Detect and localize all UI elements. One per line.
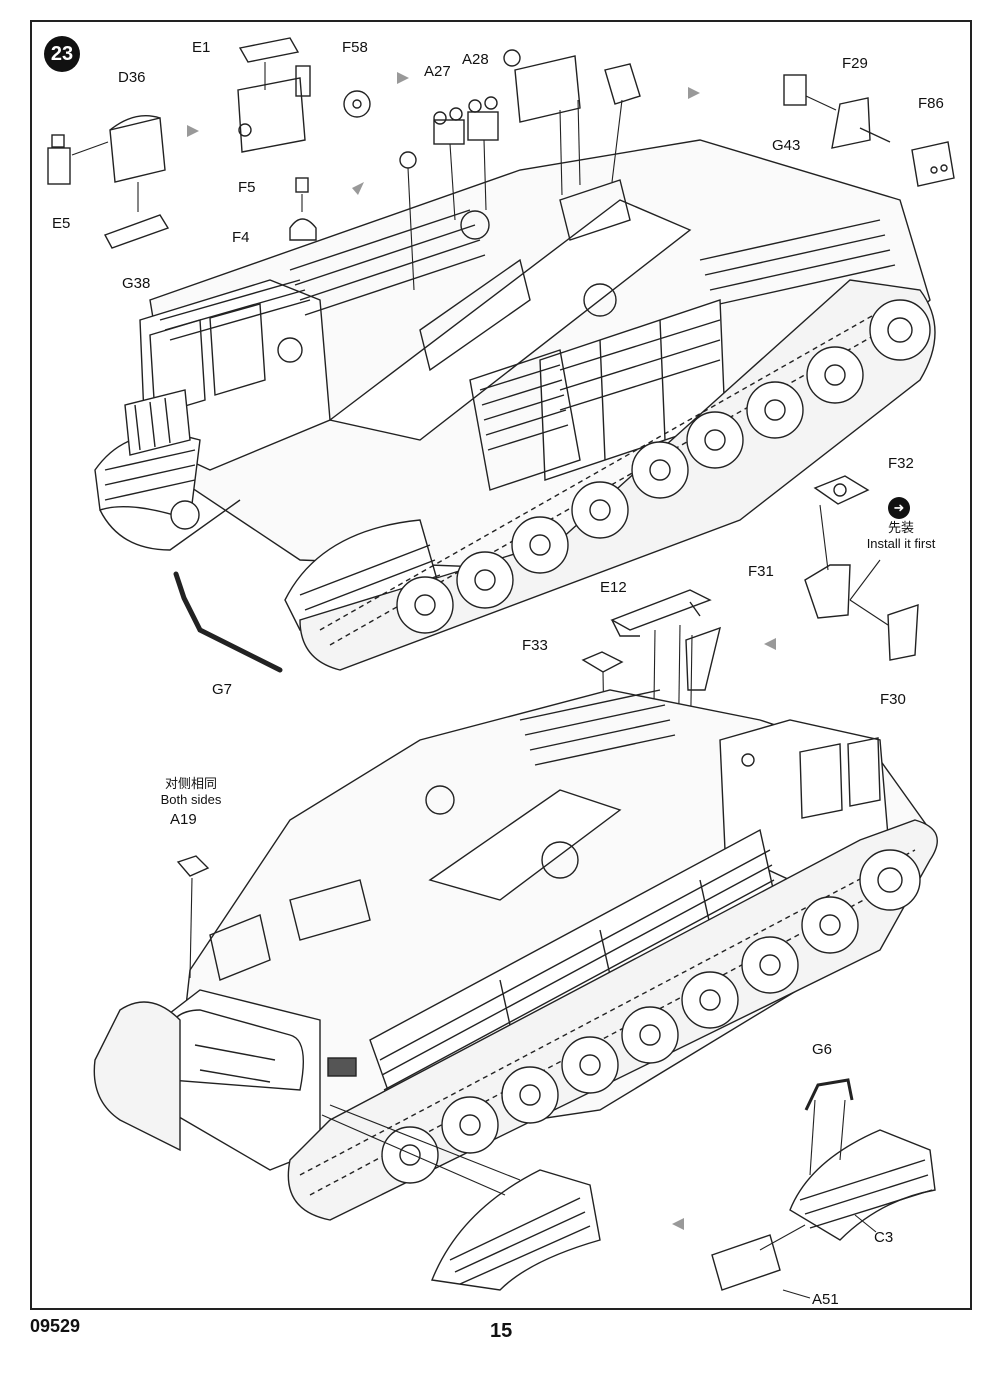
part-label-a27: A27 (424, 63, 451, 80)
note-both-sides: 对侧相同 Both sides (146, 776, 236, 808)
part-label-a28: A28 (462, 51, 489, 68)
part-label-f33: F33 (522, 637, 548, 654)
arrow-circle-icon: ➜ (888, 497, 910, 519)
lower-vehicle-drawing (93, 689, 938, 1221)
page-frame (30, 20, 972, 1310)
lower-leader-lines (189, 877, 877, 1299)
part-label-d36: D36 (118, 69, 146, 86)
part-label-f86: F86 (918, 95, 944, 112)
part-label-e12: E12 (600, 579, 627, 596)
step-number-badge: 23 (44, 36, 80, 72)
part-label-g7: G7 (212, 681, 233, 698)
part-label-e1: E1 (192, 39, 211, 56)
note-install-first-cn: 先装 (887, 520, 914, 535)
upper-flow-arrows (187, 72, 776, 650)
upper-vehicle-drawing (94, 139, 936, 671)
product-code: 09529 (30, 1316, 81, 1336)
part-label-c3: C3 (874, 1229, 894, 1246)
part-label-g38: G38 (122, 275, 151, 292)
part-label-f30: F30 (880, 691, 906, 708)
part-label-e5: E5 (52, 215, 71, 232)
page-number: 15 (490, 1320, 513, 1342)
part-label-f5: F5 (238, 179, 256, 196)
part-label-a19: A19 (170, 811, 197, 828)
note-both-sides-en: Both sides (160, 792, 222, 807)
note-install-first: 先装 Install it first (856, 520, 946, 552)
part-label-g6: G6 (812, 1041, 833, 1058)
lower-flow-arrows (672, 1218, 684, 1230)
part-label-f58: F58 (342, 39, 368, 56)
part-label-a51: A51 (812, 1291, 839, 1308)
part-label-g43: G43 (772, 137, 801, 154)
part-label-f31: F31 (748, 563, 774, 580)
part-label-f29: F29 (842, 55, 868, 72)
part-label-f32: F32 (888, 455, 914, 472)
note-install-first-en: Install it first (866, 536, 936, 551)
part-label-f4: F4 (232, 229, 250, 246)
upper-parts-drawing (47, 37, 955, 691)
note-both-sides-cn: 对侧相同 (164, 776, 217, 791)
